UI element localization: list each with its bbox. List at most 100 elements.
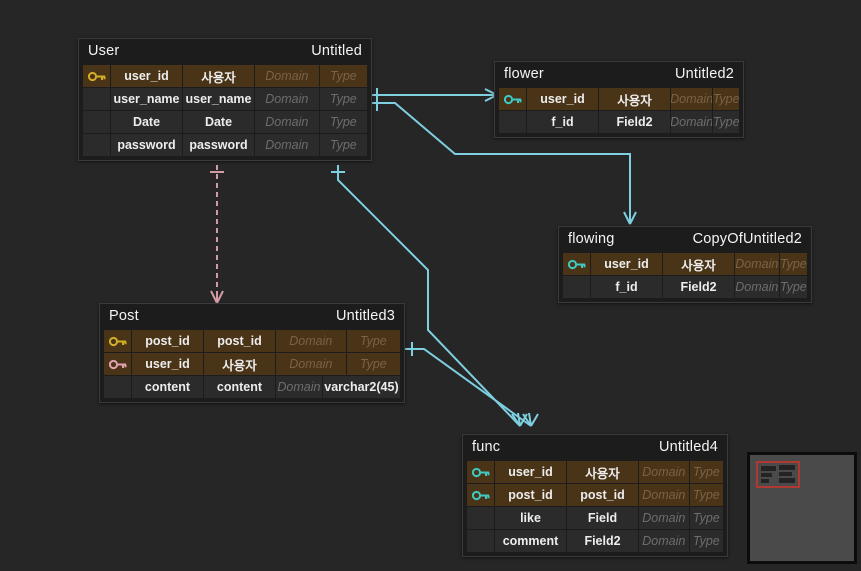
column-domain: Domain [255, 65, 320, 87]
column-type: Type [689, 484, 724, 506]
column-domain: Domain [639, 484, 690, 506]
column-logical: Field2 [567, 530, 639, 552]
entity-header: flowing CopyOfUntitled2 [559, 227, 811, 252]
relationship-user-flower[interactable] [372, 88, 498, 103]
column-logical: 사용자 [663, 253, 735, 275]
identifying-key-icon [104, 353, 132, 375]
entity-columns: user_id 사용자 Domain Type f_id Field2 Doma… [495, 88, 743, 137]
column-logical: content [204, 376, 276, 398]
minimap-entity-shape [779, 478, 795, 483]
entity-columns: user_id 사용자 Domain Type f_id Field2 Doma… [559, 253, 811, 302]
column-logical: Field2 [599, 111, 671, 133]
column-logical: 사용자 [204, 353, 276, 375]
entity-flowing[interactable]: flowing CopyOfUntitled2 user_id 사용자 Doma… [558, 226, 812, 303]
table-row[interactable]: post_id post_id Domain Type [467, 484, 724, 506]
table-row[interactable]: password password Domain Type [83, 134, 368, 156]
primary-key-icon [104, 330, 132, 352]
entity-logical-name: Untitled2 [674, 66, 734, 82]
column-type: Type [713, 88, 739, 110]
column-name: user_id [132, 353, 204, 375]
column-logical: 사용자 [183, 65, 255, 87]
table-row[interactable]: user_name user_name Domain Type [83, 88, 368, 110]
entity-columns: user_id 사용자 Domain Type user_name user_n… [79, 65, 371, 160]
column-domain: Domain [639, 507, 690, 529]
column-domain: Domain [255, 134, 320, 156]
relationship-post-func[interactable] [405, 342, 539, 427]
table-row[interactable]: post_id post_id Domain Type [104, 330, 401, 352]
column-type: Type [346, 330, 401, 352]
column-domain: Domain [735, 276, 780, 298]
column-domain: Domain [671, 111, 714, 133]
key-cell-empty [104, 376, 132, 398]
column-name: comment [495, 530, 567, 552]
minimap-panel[interactable] [747, 452, 857, 564]
column-name: f_id [591, 276, 663, 298]
column-name: user_id [111, 65, 183, 87]
table-row[interactable]: f_id Field2 Domain Type [499, 111, 739, 133]
column-name: user_id [591, 253, 663, 275]
minimap-viewport-rect[interactable] [756, 461, 800, 488]
key-cell-empty [467, 507, 495, 529]
entity-header: Post Untitled3 [100, 304, 404, 329]
foreign-key-icon [563, 253, 591, 275]
column-domain: Domain [639, 461, 690, 483]
entity-func[interactable]: func Untitled4 user_id 사용자 Domain Type [462, 434, 728, 557]
table-row[interactable]: f_id Field2 Domain Type [563, 276, 808, 298]
table-row[interactable]: comment Field2 Domain Type [467, 530, 724, 552]
table-row[interactable]: user_id 사용자 Domain Type [83, 65, 368, 87]
column-name: post_id [495, 484, 567, 506]
entity-header: func Untitled4 [463, 435, 727, 460]
entity-name: flower [504, 66, 544, 82]
entity-header: User Untitled [79, 39, 371, 64]
column-logical: Field [567, 507, 639, 529]
foreign-key-icon [467, 461, 495, 483]
foreign-key-icon [499, 88, 527, 110]
table-row[interactable]: user_id 사용자 Domain Type [104, 353, 401, 375]
entity-post[interactable]: Post Untitled3 post_id post_id Domain Ty… [99, 303, 405, 403]
relationship-user-post[interactable] [210, 165, 224, 304]
key-cell-empty [83, 111, 111, 133]
column-type: Type [346, 353, 401, 375]
column-domain: Domain [276, 376, 323, 398]
column-domain: Domain [735, 253, 780, 275]
table-row[interactable]: like Field Domain Type [467, 507, 724, 529]
minimap-entity-shape [761, 479, 769, 483]
entity-name: Post [109, 308, 139, 324]
entity-logical-name: CopyOfUntitled2 [692, 231, 802, 247]
entity-name: User [88, 43, 120, 59]
table-row[interactable]: user_id 사용자 Domain Type [563, 253, 808, 275]
foreign-key-icon [467, 484, 495, 506]
column-name: user_id [527, 88, 599, 110]
column-name: user_name [111, 88, 183, 110]
key-cell-empty [467, 530, 495, 552]
table-row[interactable]: Date Date Domain Type [83, 111, 368, 133]
column-logical: post_id [567, 484, 639, 506]
column-logical: password [183, 134, 255, 156]
column-logical: 사용자 [567, 461, 639, 483]
table-row[interactable]: user_id 사용자 Domain Type [467, 461, 724, 483]
column-domain: Domain [276, 353, 347, 375]
column-logical: user_name [183, 88, 255, 110]
column-domain: Domain [671, 88, 714, 110]
column-type: Type [319, 134, 368, 156]
column-type: Type [689, 461, 724, 483]
column-domain: Domain [255, 111, 320, 133]
minimap-entity-shape [779, 465, 795, 470]
column-type: Type [779, 276, 808, 298]
column-domain: Domain [255, 88, 320, 110]
column-name: Date [111, 111, 183, 133]
table-row[interactable]: content content Domain varchar2(45) [104, 376, 400, 398]
column-logical: 사용자 [599, 88, 671, 110]
column-type: Type [689, 530, 724, 552]
column-name: like [495, 507, 567, 529]
table-row[interactable]: user_id 사용자 Domain Type [499, 88, 739, 110]
entity-name: func [472, 439, 501, 455]
entity-logical-name: Untitled4 [658, 439, 718, 455]
entity-flower[interactable]: flower Untitled2 user_id 사용자 Domain Type [494, 61, 744, 138]
column-logical: Date [183, 111, 255, 133]
entity-logical-name: Untitled3 [335, 308, 395, 324]
minimap-entity-shape [761, 466, 776, 471]
entity-user[interactable]: User Untitled user_id 사용자 Domain Type [78, 38, 372, 161]
column-type: Type [779, 253, 808, 275]
